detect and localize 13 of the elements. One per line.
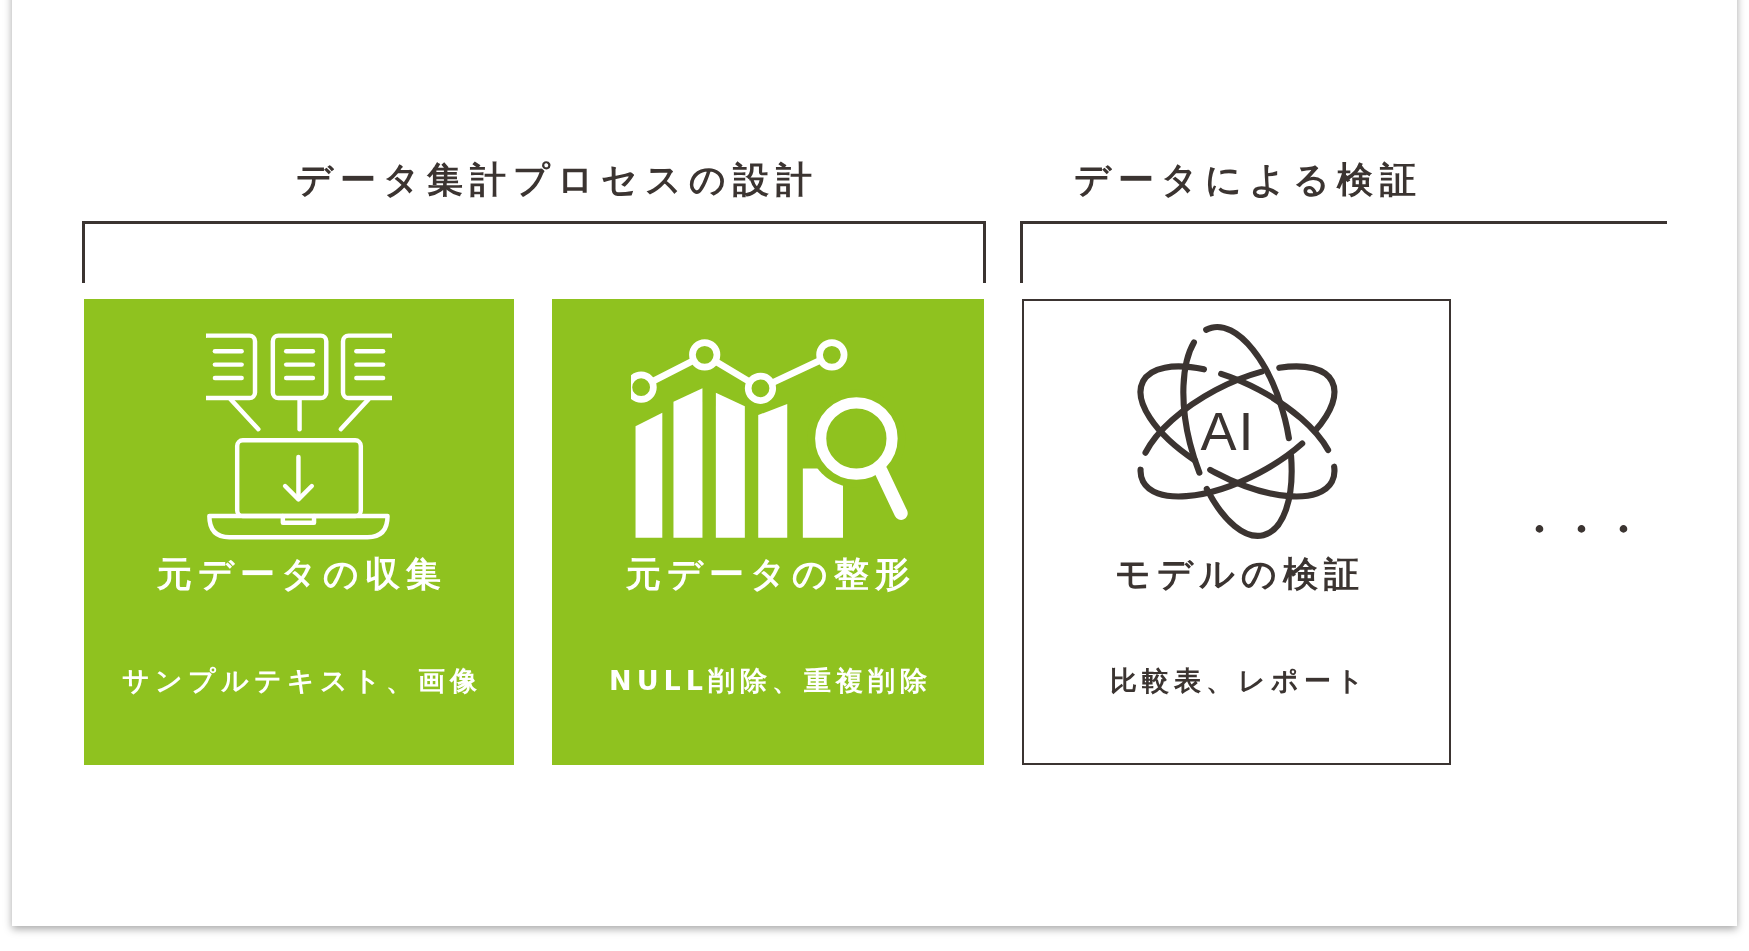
continuation-dots: ・・・ <box>1519 505 1645 554</box>
step-title: 元データの整形 <box>625 553 916 595</box>
step-title: モデルの検証 <box>1113 553 1365 595</box>
section-heading: データによる検証 <box>1074 158 1423 202</box>
icon-caption: AI <box>1200 404 1256 458</box>
process-box <box>552 299 984 765</box>
process-box <box>1022 299 1451 765</box>
section-heading: データ集計プロセスの設計 <box>296 158 819 202</box>
step-description: 比較表、レポート <box>1108 664 1369 698</box>
step-description: NULL削除、重複削除 <box>608 664 932 698</box>
step-title: 元データの収集 <box>156 553 447 595</box>
process-box <box>84 299 514 765</box>
step-description: サンプルテキスト、画像 <box>120 664 482 698</box>
